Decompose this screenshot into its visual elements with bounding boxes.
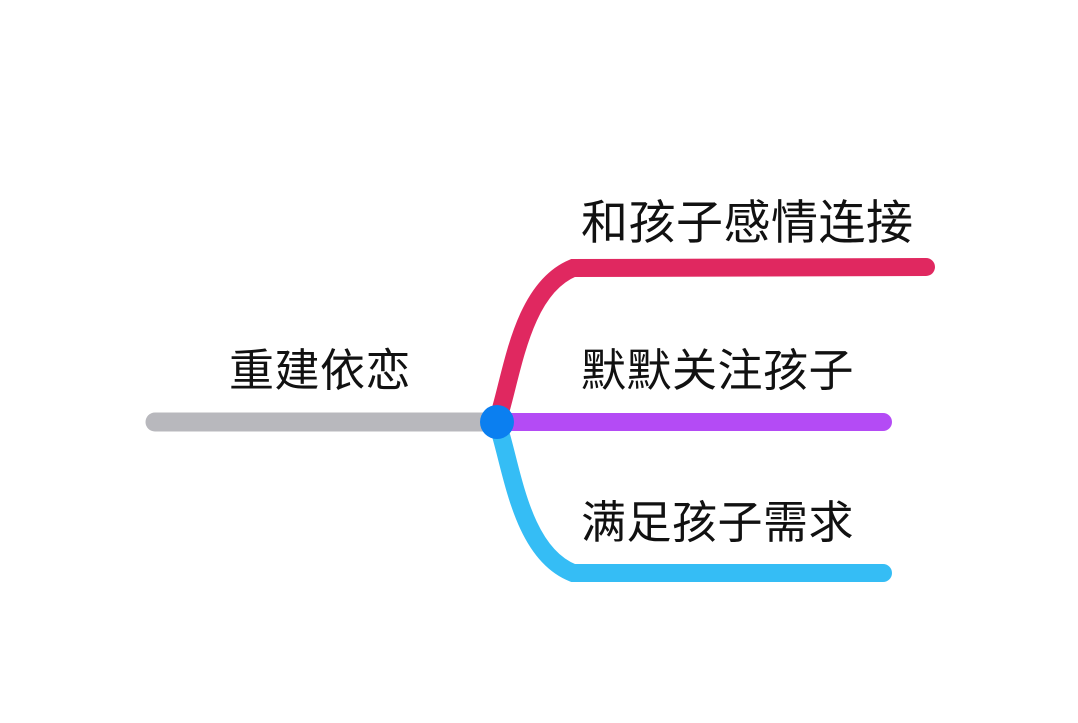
branch-line-0[interactable] [488, 258, 935, 431]
root-node-label[interactable]: 重建依恋 [229, 345, 412, 396]
branch-node-label-0[interactable]: 和孩子感情连接 [581, 196, 914, 249]
branch-line-2[interactable] [488, 413, 892, 582]
root-node-dot[interactable] [480, 405, 514, 439]
branch-node-label-1[interactable]: 默默关注孩子 [581, 345, 855, 396]
branch-node-label-2[interactable]: 满足孩子需求 [581, 497, 855, 548]
